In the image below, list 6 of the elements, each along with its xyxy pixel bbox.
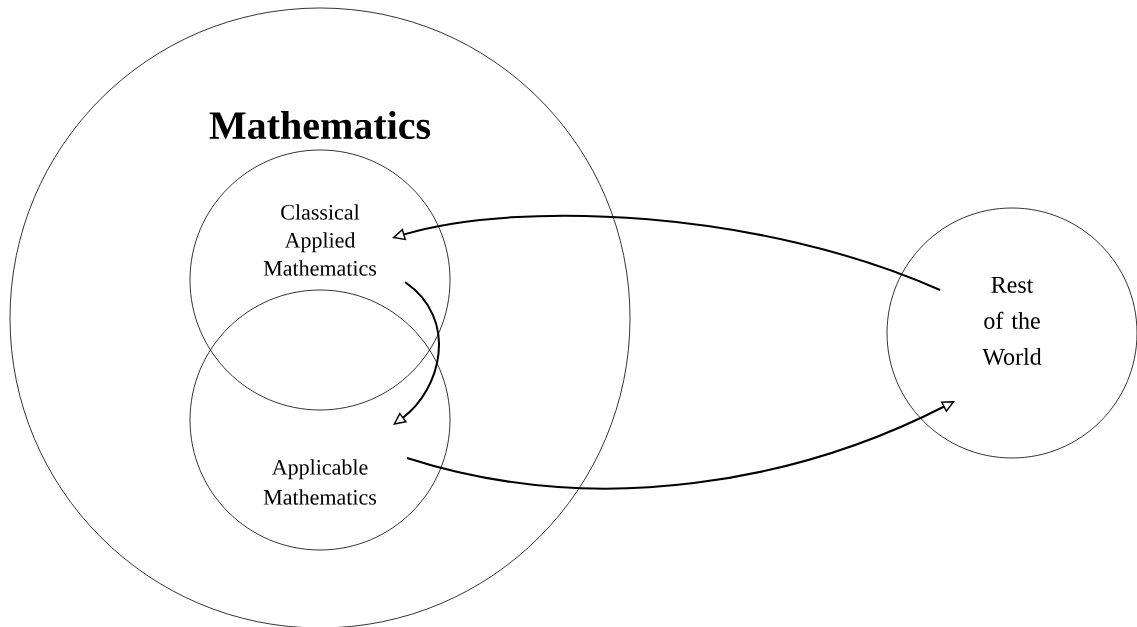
circle-region: Classical Applied Mathematics xyxy=(189,149,451,411)
circle-region: Applicable Mathematics xyxy=(189,289,451,551)
circle-region: Rest of the World xyxy=(886,207,1137,459)
arrow xyxy=(406,401,955,490)
arrow xyxy=(393,281,440,425)
arrow xyxy=(392,214,941,291)
